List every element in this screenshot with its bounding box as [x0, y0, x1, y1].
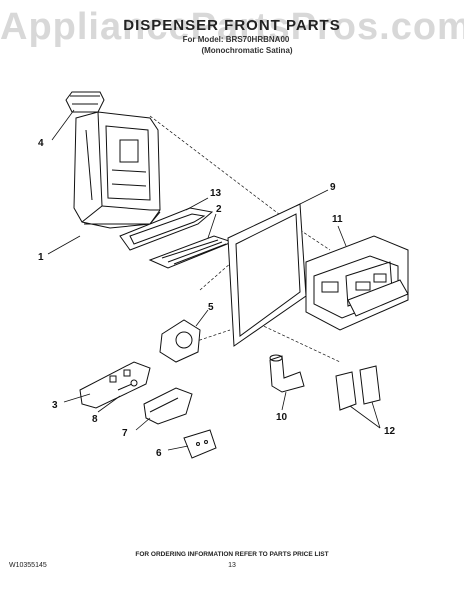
callout-labels: 4 1 13 2 9 11 5 3 8 7 6 10 12: [38, 138, 396, 459]
callout-13: 13: [210, 188, 222, 199]
part-5-actuator: [159, 319, 201, 363]
watermark: AppliancePartsPros.com: [0, 6, 464, 48]
callout-5: 5: [208, 302, 214, 313]
part-2-grille: [148, 235, 234, 269]
page-number: 13: [228, 562, 236, 569]
part-13-drip-tray: [119, 207, 214, 251]
part-10-fitting: [269, 354, 305, 393]
callout-8: 8: [92, 414, 98, 425]
callout-11: 11: [332, 214, 343, 225]
part-12-buttons: [335, 365, 381, 411]
callout-3: 3: [52, 400, 58, 411]
part-8-screw: [117, 379, 138, 391]
callout-7: 7: [122, 428, 128, 439]
callout-4: 4: [38, 138, 44, 149]
part-4-cap: [65, 91, 105, 113]
callout-12: 12: [384, 426, 396, 437]
callout-9: 9: [330, 182, 336, 193]
part-6-pad: [183, 429, 217, 459]
document-number: W10355145: [9, 562, 47, 569]
variant-line: (Monochromatic Satina): [201, 46, 293, 55]
model-line: For Model: BRS70HRBNA00: [182, 35, 290, 44]
part-11-control-board: [305, 235, 409, 331]
callout-1: 1: [38, 252, 44, 263]
callout-2: 2: [216, 204, 222, 215]
part-7-switch: [143, 387, 193, 425]
part-1-housing: [73, 111, 161, 229]
part-3-bracket: [79, 361, 151, 409]
callout-6: 6: [156, 448, 162, 459]
leader-lines: [47, 109, 381, 451]
callout-10: 10: [276, 412, 288, 423]
page-title: DISPENSER FRONT PARTS: [123, 17, 341, 34]
ordering-note: FOR ORDERING INFORMATION REFER TO PARTS …: [135, 551, 329, 558]
part-9-frame: [227, 203, 307, 347]
